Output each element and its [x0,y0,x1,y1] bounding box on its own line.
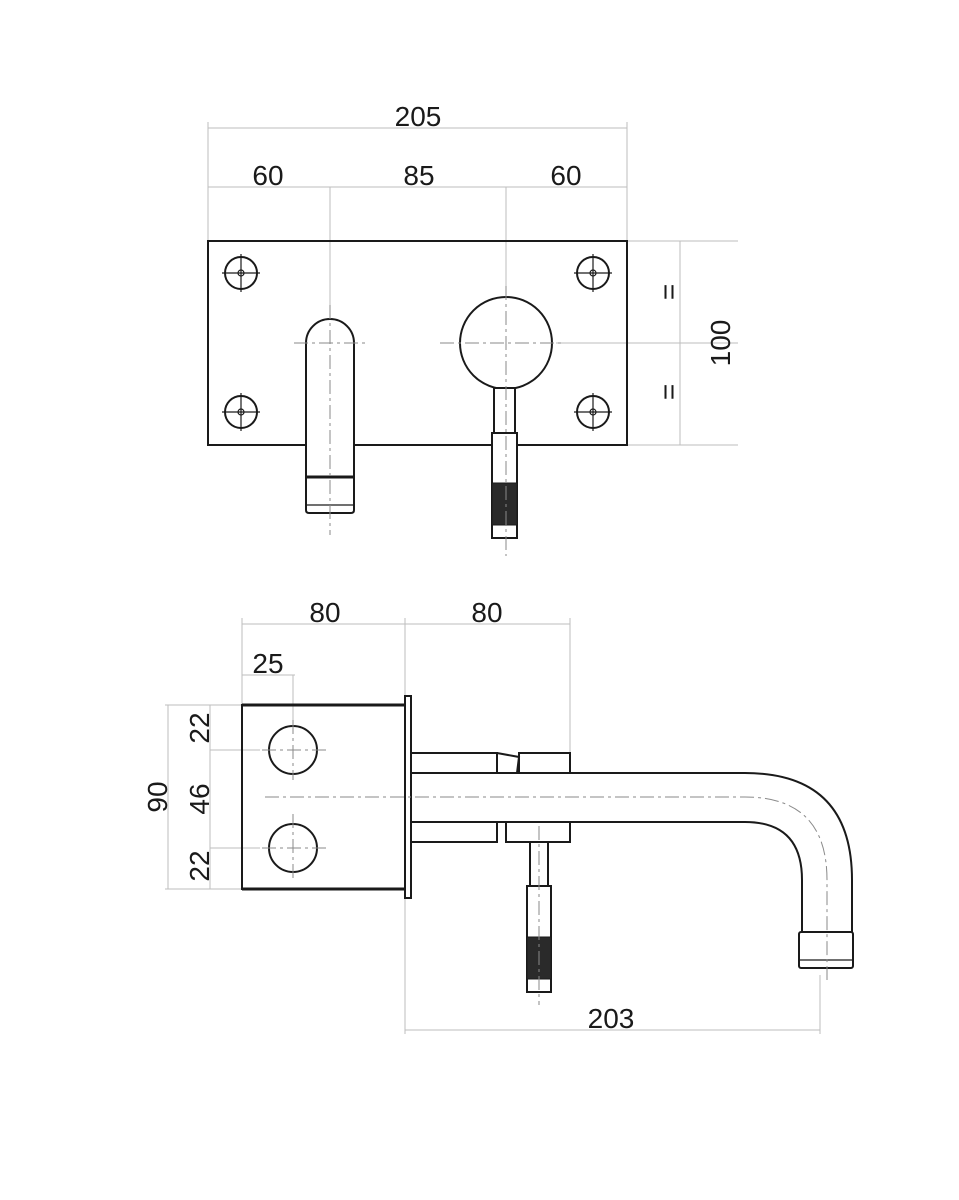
dim-left-offset: 60 [252,160,283,191]
dim-right-offset: 60 [550,160,581,191]
dim-projection: 80 [471,597,502,628]
screw-hole [222,393,260,431]
spout-side [265,752,854,980]
side-dimensions: 80 80 25 90 22 46 22 203 [142,597,821,1034]
dim-spout-reach: 203 [588,1003,635,1034]
front-dimensions: 205 60 85 60 100 = = [207,101,738,446]
dim-height: 100 [705,320,736,367]
screw-holes [222,254,612,431]
dim-equal-top: = [653,284,684,300]
dim-bottom-spacing: 22 [184,850,215,881]
spout-front [294,305,368,535]
knurled-grip [491,482,518,526]
dim-middle-spacing: 46 [184,783,215,814]
mixer-handle-front [440,286,564,556]
dim-hole-offset: 25 [252,648,283,679]
screw-hole [574,254,612,292]
mixer-handle-side [526,826,552,1005]
screw-hole [222,254,260,292]
front-view: 205 60 85 60 100 = = [207,101,738,556]
wall-plate [207,240,628,446]
side-view: 80 80 25 90 22 46 22 203 [142,597,854,1034]
dim-equal-bottom: = [653,384,684,400]
dim-overall-width: 205 [395,101,442,132]
dim-overall-height: 90 [142,781,173,812]
dim-center-spacing: 85 [403,160,434,191]
dim-top-spacing: 22 [184,712,215,743]
dim-body-depth: 80 [309,597,340,628]
screw-hole [574,393,612,431]
